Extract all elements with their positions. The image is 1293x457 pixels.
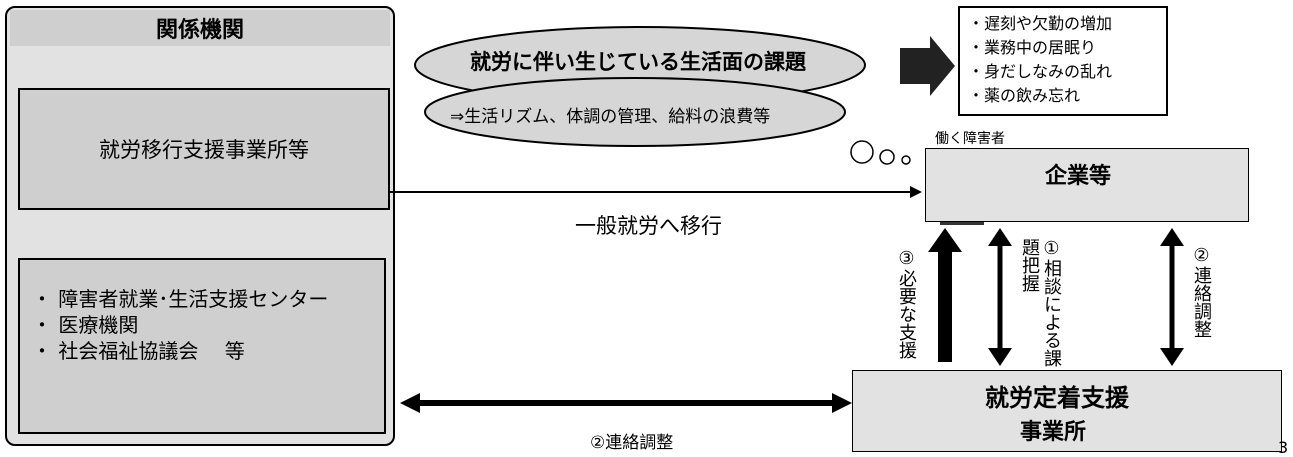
- issue-item: ・業務中の居眠り: [968, 38, 1097, 57]
- consult-label: ①相談による課題把握: [1019, 238, 1062, 367]
- agency-item: ・ 医療機関: [32, 313, 139, 337]
- transition-office-box: 就労移行支援事業所等: [18, 88, 390, 210]
- company-box: [925, 148, 1249, 222]
- company-name: 企業等: [1045, 164, 1112, 189]
- issue-item: ・遅刻や欠勤の増加: [968, 14, 1113, 33]
- coordinate-label: ②連絡調整: [1191, 245, 1212, 338]
- worker-label: 働く障害者: [935, 131, 1005, 147]
- issues-box: ・遅刻や欠勤の増加 ・業務中の居眠り ・身だしなみの乱れ ・薬の飲み忘れ: [958, 6, 1168, 116]
- agency-item: ・ 障害者就業･生活支援センター: [32, 287, 329, 311]
- support-office-box: [852, 370, 1282, 452]
- page-number: 3: [1278, 438, 1289, 457]
- transition-label: 一般就労へ移行: [575, 214, 722, 238]
- support-label: ③必要な支援: [896, 248, 917, 359]
- support-office-line2: 事業所: [1020, 420, 1087, 445]
- cloud-title: 就労に伴い生じている生活面の課題: [470, 50, 806, 74]
- support-office-line1: 就労定着支援: [985, 384, 1129, 412]
- issue-item: ・薬の飲み忘れ: [968, 86, 1081, 105]
- bottom-coordinate-label: ②連絡調整: [590, 433, 674, 453]
- issue-arrow: [900, 36, 955, 96]
- issue-item: ・身だしなみの乱れ: [968, 62, 1113, 81]
- agency-item: ・ 社会福祉協議会 等: [32, 339, 245, 363]
- agencies-title: 関係機関: [10, 10, 390, 46]
- support-agencies-box: ・ 障害者就業･生活支援センター ・ 医療機関 ・ 社会福祉協議会 等: [18, 258, 386, 434]
- cloud-detail: ⇒生活リズム、体調の管理、給料の浪費等: [450, 107, 771, 127]
